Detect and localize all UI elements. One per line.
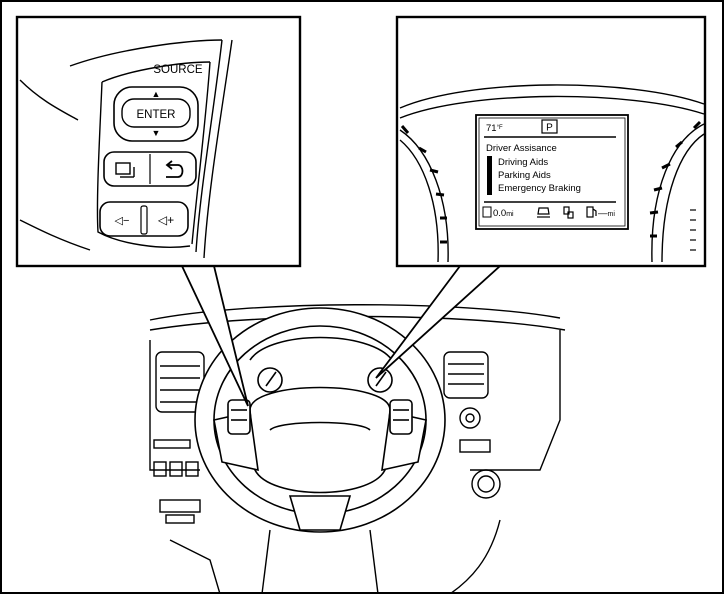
- fuel-pump-icon: [586, 206, 597, 218]
- right-switch-cluster: [389, 399, 413, 435]
- temperature-number: 71: [486, 123, 497, 134]
- gear-indicator-box: [541, 119, 558, 134]
- center-stack: [153, 439, 201, 524]
- right-gauge-arc: [651, 123, 705, 263]
- spoke-right-edge-2: [203, 39, 233, 259]
- dash-left-edge: [149, 340, 200, 471]
- up-arrow-icon: ▲: [152, 89, 161, 99]
- display-toggle-icon[interactable]: [115, 162, 135, 178]
- dashboard-illustration: [149, 304, 566, 595]
- hub-detail: [269, 421, 371, 431]
- volume-down-button[interactable]: ◁−: [115, 215, 130, 227]
- spoke-top-curve: [69, 39, 223, 67]
- selection-bar: [487, 156, 492, 195]
- back-arrow-icon[interactable]: [165, 160, 184, 178]
- display-inset: 71°F P Driver Assisance Driving Aids Par…: [395, 15, 707, 268]
- menu-back-button-pair: [103, 151, 197, 187]
- menu-item-parking-aids[interactable]: Parking Aids: [498, 170, 551, 181]
- bottom-spoke: [288, 495, 352, 531]
- enter-button-label: ENTER: [137, 109, 176, 121]
- left-gauge-arc: [399, 129, 449, 263]
- left-gauge-needle: [265, 371, 277, 387]
- left-gauge-ticks: [400, 125, 447, 244]
- lower-dash-right: [449, 519, 501, 595]
- cluster-hood-top: [399, 84, 705, 109]
- trip-unit: mi: [506, 211, 514, 218]
- right-gauge-ticks: [649, 120, 702, 238]
- trip-value: 0.0: [493, 208, 506, 219]
- lane-assist-icon: [537, 207, 550, 218]
- menu-item-emergency-braking[interactable]: Emergency Braking: [498, 183, 581, 194]
- volume-rocker: ◁− ◁+: [99, 201, 189, 237]
- trip-readout: 0.0mi: [493, 208, 514, 219]
- cluster-hood: [249, 336, 393, 361]
- temperature-value: 71°F: [486, 123, 503, 134]
- right-gauge-minor-ticks: [690, 209, 696, 251]
- wheel-hub: [249, 386, 391, 494]
- steering-column: [261, 529, 379, 595]
- right-air-vent: [443, 351, 489, 399]
- display-screen: [475, 114, 629, 230]
- menu-title: Driver Assisance: [486, 143, 557, 154]
- wheel-rim-arc-2: [19, 219, 91, 251]
- right-gauge-needle: [375, 371, 387, 387]
- right-gauge-arc-inner: [661, 133, 705, 263]
- range-unit: mi: [608, 211, 616, 218]
- dash-right-edge: [470, 330, 561, 471]
- wheel-rim-arc: [19, 79, 79, 121]
- range-readout: —mi: [598, 208, 615, 219]
- dash-top-line: [149, 304, 561, 321]
- right-knobs: [459, 407, 501, 499]
- panel-left-bottom: [96, 81, 191, 248]
- temperature-unit: °F: [497, 125, 503, 131]
- enter-rocker[interactable]: ▲ ENTER ▼: [113, 86, 199, 142]
- panel-top: [101, 61, 211, 83]
- trip-icon: [482, 206, 492, 218]
- range-value: —: [598, 208, 608, 219]
- cluster-hood-top-2: [399, 95, 705, 119]
- menu-item-driving-aids[interactable]: Driving Aids: [498, 157, 548, 168]
- spoke-right-edge: [195, 39, 223, 253]
- left-switch-cluster: [227, 399, 251, 435]
- volume-up-button[interactable]: ◁+: [158, 213, 174, 227]
- left-gauge-arc-inner: [399, 139, 439, 263]
- gear-indicator: P: [546, 123, 553, 134]
- lower-dash-left: [169, 539, 221, 595]
- down-arrow-icon: ▼: [152, 128, 161, 138]
- steering-wheel: [194, 307, 446, 533]
- panel-right: [191, 61, 211, 245]
- steering-switch-inset: ▲ ENTER ▼ SOURCE ◁− ◁+: [15, 15, 302, 268]
- source-button-label[interactable]: SOURCE: [153, 64, 203, 76]
- information-display: 71°F P Driver Assisance Driving Aids Par…: [475, 114, 629, 230]
- distance-icon: [563, 206, 574, 219]
